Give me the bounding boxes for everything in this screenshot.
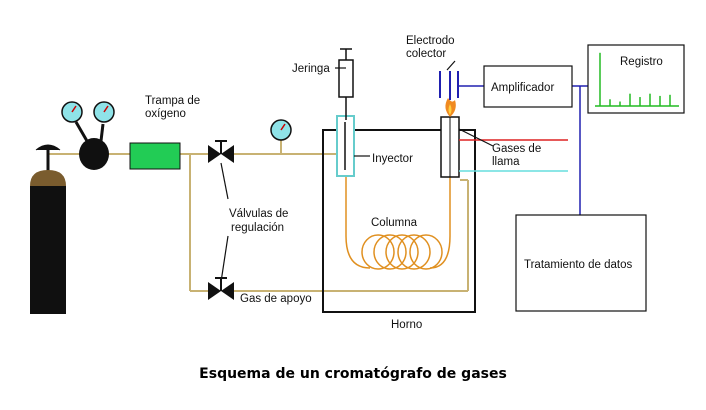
column-label: Columna (371, 217, 418, 229)
regulation-valve-lower (208, 277, 234, 300)
data-processing-label: Tratamiento de datos (524, 259, 632, 271)
leader-lines (220, 60, 494, 283)
gas-cylinder (30, 144, 66, 314)
gauge-icon (93, 101, 115, 123)
recorder-label: Registro (620, 56, 663, 68)
oven (322, 129, 476, 313)
support-gas-label: Gas de apoyo (240, 293, 312, 305)
gauge-icon (270, 119, 292, 141)
amplifier-label: Amplificador (491, 82, 554, 94)
oxygen-trap-label: oxígeno (145, 108, 186, 120)
syringe (338, 48, 354, 120)
collector-electrode (439, 71, 459, 100)
diagram-caption: Esquema de un cromatógrafo de gases (199, 366, 507, 382)
carrier-gas-pipes (48, 140, 469, 292)
oxygen-trap (129, 142, 181, 170)
gauge-icon (61, 101, 83, 123)
injector-label: Inyector (372, 153, 413, 165)
flame-gases-label: llama (492, 156, 520, 168)
chromatogram-trace (599, 52, 671, 106)
syringe-label: Jeringa (292, 63, 330, 75)
electrode-label: colector (406, 48, 446, 60)
recorder-box (587, 44, 685, 114)
pressure-regulator (74, 121, 109, 170)
valves-label: Válvulas de (229, 208, 288, 220)
oven-label: Horno (391, 319, 422, 331)
column-coil (345, 176, 451, 270)
flame-icon (445, 98, 456, 117)
regulation-valve-upper (208, 140, 234, 163)
signal-wires (458, 85, 588, 215)
flame-gases-label: Gases de (492, 143, 541, 155)
data-processing-box (515, 214, 647, 312)
electrode-label: Electrodo (406, 35, 455, 47)
amplifier-box (483, 65, 573, 108)
valves-label: regulación (231, 222, 284, 234)
oxygen-trap-label: Trampa de (145, 95, 200, 107)
